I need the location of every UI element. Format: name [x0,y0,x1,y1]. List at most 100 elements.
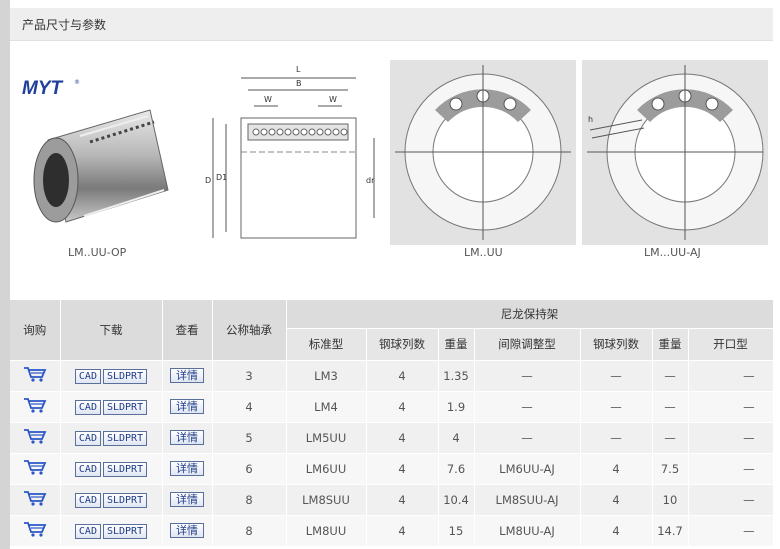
cell-weight-b: 10 [652,484,689,516]
cad-button[interactable]: CAD [74,368,101,384]
dim-h: h [588,115,593,124]
cell-weight-a: 4 [438,422,475,454]
cell-weight-b: 7.5 [652,453,689,485]
view-cell: 详情 [162,391,213,423]
view-cell: 详情 [162,515,213,547]
cad-button[interactable]: CAD [74,523,101,539]
cell-standard: LM3 [286,360,367,392]
cart-button[interactable] [23,429,47,447]
cell-rows-b: — [580,422,653,454]
cart-cell[interactable] [10,453,61,485]
caption-aj: LM...UU-AJ [644,246,701,259]
view-cell: 详情 [162,360,213,392]
cell-rows-b: 4 [580,484,653,516]
cell-rows-b: 4 [580,515,653,547]
cart-icon [23,367,47,382]
cell-open: — [688,484,774,516]
sldprt-button[interactable]: SLDPRT [102,399,148,415]
brand-logo: MYT [22,78,64,99]
header-open-type: 开口型 [688,328,774,361]
header-download: 下载 [60,300,163,361]
sldprt-button[interactable]: SLDPRT [102,492,148,508]
cell-nominal: 5 [212,422,287,454]
cell-standard: LM6UU [286,453,367,485]
dim-d: D [205,176,211,185]
cell-rows-b: 4 [580,453,653,485]
cell-weight-a: 1.35 [438,360,475,392]
sldprt-button[interactable]: SLDPRT [102,368,148,384]
section-title: 产品尺寸与参数 [22,18,107,32]
cell-gap: — [474,391,581,423]
detail-button[interactable]: 详情 [170,492,204,507]
cell-nominal: 8 [212,484,287,516]
detail-button[interactable]: 详情 [170,430,204,445]
cross-section-uu [390,60,576,245]
cell-standard: LM5UU [286,422,367,454]
dim-b: B [296,79,302,88]
cad-button[interactable]: CAD [74,399,101,415]
caption-op: LM..UU-OP [68,246,127,259]
detail-button[interactable]: 详情 [170,368,204,383]
sldprt-button[interactable]: SLDPRT [102,523,148,539]
cell-nominal: 8 [212,515,287,547]
cad-button[interactable]: CAD [74,430,101,446]
cad-button[interactable]: CAD [74,461,101,477]
cart-cell[interactable] [10,515,61,547]
header-ball-rows-aj: 钢球列数 [580,328,653,361]
cart-cell[interactable] [10,391,61,423]
dimension-drawing: L B W W D D1 dr [196,58,386,248]
cart-cell[interactable] [10,484,61,516]
cell-weight-b: — [652,360,689,392]
header-gap-adjust: 间隙调整型 [474,328,581,361]
cell-nominal: 4 [212,391,287,423]
cell-gap: LM6UU-AJ [474,453,581,485]
cad-button[interactable]: CAD [74,492,101,508]
cell-open: — [688,360,774,392]
cell-rows-a: 4 [366,453,439,485]
cart-cell[interactable] [10,360,61,392]
cross-section-aj: h [582,60,768,245]
cart-icon [23,398,47,413]
cell-rows-a: 4 [366,484,439,516]
header-weight: 重量 [438,328,475,361]
caption-uu: LM..UU [464,246,503,259]
cell-rows-a: 4 [366,515,439,547]
cell-rows-a: 4 [366,391,439,423]
header-ball-rows: 钢球列数 [366,328,439,361]
product-photo: MYT ® [20,70,180,250]
cell-open: — [688,391,774,423]
cell-standard: LM4 [286,391,367,423]
section-header: 产品尺寸与参数 [10,8,773,41]
detail-button[interactable]: 详情 [170,523,204,538]
cell-rows-a: 4 [366,422,439,454]
view-cell: 详情 [162,422,213,454]
cart-button[interactable] [23,460,47,478]
cart-button[interactable] [23,522,47,540]
detail-button[interactable]: 详情 [170,461,204,476]
view-cell: 详情 [162,453,213,485]
header-view: 查看 [162,300,213,361]
detail-button[interactable]: 详情 [170,399,204,414]
dim-d1: D1 [216,173,227,182]
header-inquiry: 询购 [10,300,61,361]
cell-weight-b: 14.7 [652,515,689,547]
cell-rows-a: 4 [366,360,439,392]
cart-button[interactable] [23,398,47,416]
cell-nominal: 6 [212,453,287,485]
cart-button[interactable] [23,367,47,385]
header-nominal: 公称轴承 [212,300,287,361]
cell-gap: LM8SUU-AJ [474,484,581,516]
sldprt-button[interactable]: SLDPRT [102,430,148,446]
cell-gap: LM8UU-AJ [474,515,581,547]
dim-w-left: W [264,95,272,104]
sldprt-button[interactable]: SLDPRT [102,461,148,477]
cart-button[interactable] [23,491,47,509]
dim-dr: dr [366,176,375,185]
cart-cell[interactable] [10,422,61,454]
